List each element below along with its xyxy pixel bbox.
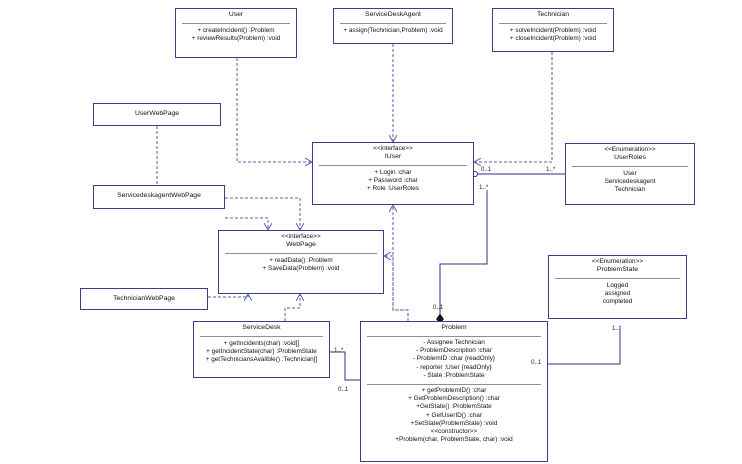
enum-problemstate[interactable]: <<Enumeration>> ProblemState Logged assi… [548,255,687,319]
enum-problemstate-value: assigned [604,290,631,298]
problemstate-problem-association [548,328,621,365]
userwebpage-webpage-realization [156,126,300,230]
class-servicedesk-title: ServiceDesk [242,324,281,331]
servicedeskagentwebpage-webpage-realization [225,217,268,230]
interface-webpage-title: WebPage [286,241,316,248]
class-user-method: + createIncident() :Problem [197,27,275,34]
class-servicedeskagent-method: + assign(Technician,Problem) :void [343,27,443,34]
class-technician-title: Technician [536,11,570,18]
iuser-problem-association [439,190,488,317]
class-servicedesk-method: + getIncidents(char) :void[] [223,340,300,347]
class-technician-separator [499,23,607,24]
interface-iuser[interactable]: <<interface>> IUser + Login :char + Pass… [312,142,474,205]
class-servicedeskagent[interactable]: ServiceDeskAgent + assign(Technician,Pro… [333,8,453,44]
multiplicity-label: 1..* [546,166,556,173]
multiplicity-label: 0..1 [338,386,349,393]
class-servicedesk-separator [200,336,323,337]
interface-iuser-separator [319,165,467,166]
class-servicedesk-method: + getTechniciansAvalible() :Technician[] [205,356,318,364]
class-problem-title: Problem [441,324,467,331]
multiplicity-label: 0..1 [433,304,444,311]
class-user-separator [182,23,290,24]
servicedesk-problem-association [330,351,360,381]
class-servicedeskagent-title: ServiceDeskAgent [365,11,421,18]
interface-iuser-attribute: + Password :char [368,177,418,185]
class-problem-method: + GetProblemDescription() :char [408,395,500,403]
interface-iuser-attribute: + Role :UserRoles [366,185,420,193]
servicedesk-webpage-realization [284,294,300,321]
technicianwebpage-webpage-realization [208,294,248,297]
enum-problemstate-title: ProblemState [596,266,639,273]
class-technicianwebpage[interactable]: TechnicianWebPage [80,288,208,310]
class-user-title: User [228,11,244,18]
enum-userroles-value: User [623,170,637,177]
multiplicity-label: 1..* [479,184,489,191]
interface-iuser-attribute: + Login :char [374,169,412,176]
class-servicedesk[interactable]: ServiceDesk + getIncidents(char) :void[]… [193,321,330,378]
enum-userroles-separator [572,166,688,167]
class-problem-method: +SetState(ProblemState) :void [410,419,498,427]
enum-userroles[interactable]: <<Enumeration>> UserRoles User Servicede… [565,143,695,205]
interface-webpage-method: + SaveData(Problem) :void [262,265,340,273]
class-problem-attribute: - ProblemID :char {readOnly} [412,355,496,363]
enum-problemstate-value: completed [602,298,633,306]
class-servicedesk-method: + getIncidentState(char) :ProblemState [206,348,317,356]
user-iuser-realization [236,58,312,162]
class-technician-method: + solveIncident(Problem) :void [509,27,597,34]
class-technician[interactable]: Technician + solveIncident(Problem) :voi… [492,8,614,52]
interface-iuser-stereotype: <<interface>> [373,145,413,152]
interface-webpage[interactable]: <<interface>> WebPage + readData() :Prob… [218,230,384,294]
class-problem-attribute: - ProblemDescription :char [416,347,492,355]
class-problem-attribute: - State :ProblemState [423,371,485,379]
interface-iuser-title: IUser [384,153,402,160]
interface-webpage-method: + readData() :Problem [269,257,333,264]
class-problem-attribute: - reporter :User {readOnly} [416,363,492,371]
class-problem-separator [367,384,541,386]
class-servicedeskagentwebpage-title: ServicedeskagentWebPage [117,192,201,199]
multiplicity-label: 1..* [612,325,622,332]
class-problem-attribute: - Assignee Technician [423,339,485,346]
problem-webpage-realization [384,256,409,321]
class-problem-method: +GetState() :ProblemState [416,403,492,411]
enum-userroles-value: Servicedeskagent [604,178,656,186]
class-technicianwebpage-title: TechnicianWebPage [113,295,175,302]
class-problem-constructor: +Problem(char, ProblemState, char) :void [395,436,513,444]
class-servicedeskagentwebpage[interactable]: ServicedeskagentWebPage [93,185,225,209]
interface-webpage-separator [225,253,377,254]
enum-problemstate-value: Logged [606,282,629,289]
class-servicedeskagent-separator [340,23,446,24]
class-userwebpage[interactable]: UserWebPage [93,103,221,126]
class-userwebpage-title: UserWebPage [134,110,180,117]
class-user-method: + reviewResults(Problem) :void [191,35,281,43]
enum-problemstate-separator [555,278,680,279]
problem-iuser-realization [393,205,408,311]
enum-problemstate-stereotype: <<Enumeration>> [591,258,644,265]
interface-webpage-stereotype: <<interface>> [281,233,321,240]
class-problem-separator [367,336,541,337]
enum-userroles-title: UserRoles [614,154,646,161]
enum-userroles-stereotype: <<Enumeration>> [604,146,656,153]
class-problem-method: + GetUserID() :char [426,411,482,419]
multiplicity-label: 1..* [334,347,344,354]
multiplicity-label: 0..1 [531,359,542,366]
class-problem-constructor-label: <<constructor>> [430,428,478,436]
enum-userroles-value: Technician [614,186,646,194]
technician-iuser-realization [474,52,553,162]
class-user[interactable]: User + createIncident() :Problem + revie… [175,8,297,58]
multiplicity-label: 0..1 [481,166,492,173]
class-technician-method: + closeIncident(Problem) :void [509,35,597,43]
class-problem[interactable]: Problem - Assignee Technician - ProblemD… [360,321,548,462]
class-problem-method: + getProblemID() :char [421,387,487,395]
